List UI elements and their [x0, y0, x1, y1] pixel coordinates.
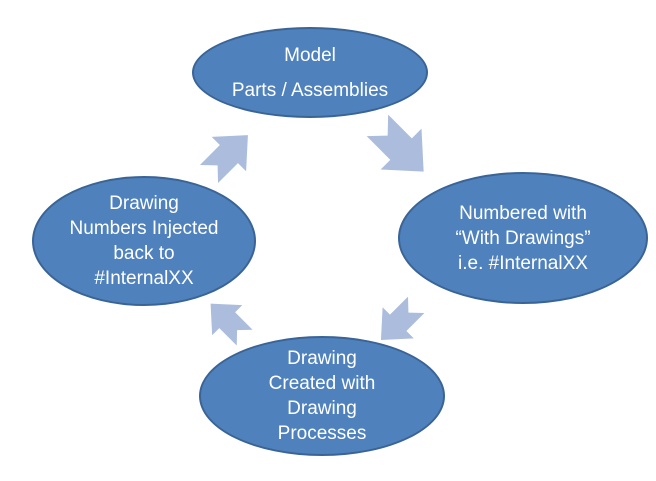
cycle-node-drawing-created-with-processes: Drawing Created with Drawing Processes	[199, 336, 445, 456]
cycle-arrow-up-right-icon	[183, 110, 274, 201]
node-text-line: back to	[113, 243, 175, 264]
cycle-arrow-up-left-icon	[188, 281, 267, 360]
cycle-node-drawing-numbers-injected: Drawing Numbers Injected back to #Intern…	[32, 176, 256, 306]
cycle-node-model-parts-assemblies: Model Parts / Assemblies	[192, 27, 428, 118]
node-text-line: Drawing	[287, 398, 357, 419]
node-text-line: Parts / Assemblies	[231, 79, 389, 101]
cycle-arrow-down-left-icon	[358, 281, 440, 363]
node-text-line: “With Drawings”	[455, 227, 591, 249]
node-text-line: Model	[284, 44, 336, 66]
node-text-line: Processes	[277, 423, 367, 444]
node-text-line: Drawing	[109, 193, 179, 214]
node-text-line: Numbers Injected	[69, 218, 219, 239]
cycle-arrow-down-right-icon	[346, 94, 453, 201]
node-text-line: Numbered with	[459, 202, 587, 224]
node-text-line: Created with	[268, 373, 376, 394]
node-text-line: #InternalXX	[94, 268, 194, 289]
node-text-line: i.e. #InternalXX	[458, 252, 588, 274]
node-text-line: Drawing	[287, 348, 357, 369]
cycle-node-numbered-with-drawings: Numbered with “With Drawings” i.e. #Inte…	[398, 172, 648, 304]
